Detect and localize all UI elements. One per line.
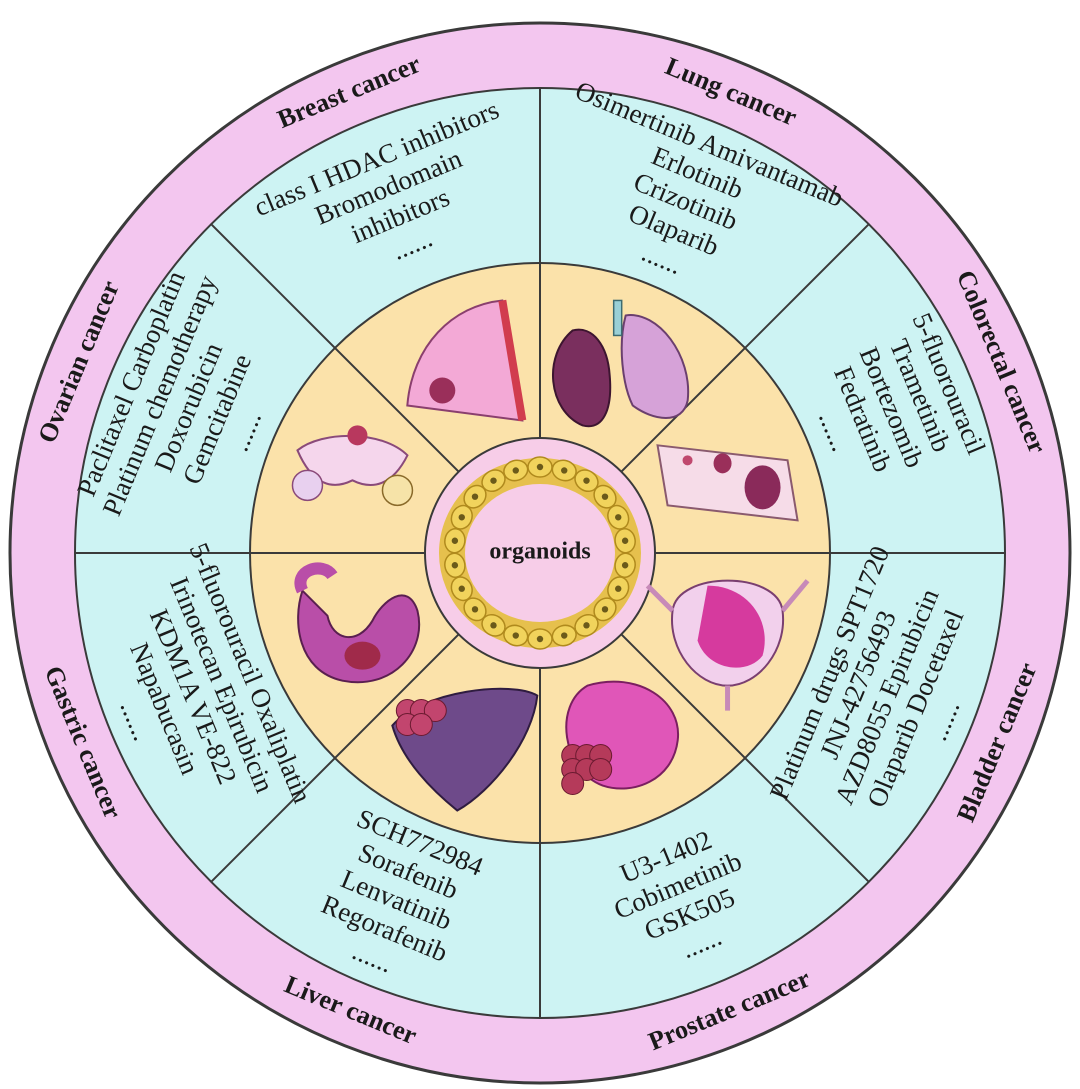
organoid-cell-nucleus xyxy=(451,537,459,544)
lung-icon xyxy=(552,299,690,428)
organoid-cell-nucleus xyxy=(458,585,465,592)
ovary-icon xyxy=(291,425,414,507)
organoid-cell-nucleus xyxy=(621,537,629,544)
sector-divider xyxy=(620,223,870,473)
sector-divider xyxy=(210,223,460,473)
organoid-cell-nucleus xyxy=(471,606,479,613)
organoid-cell-nucleus xyxy=(536,463,544,471)
sector-divider xyxy=(620,633,870,883)
sector-dividers xyxy=(75,88,1005,1018)
organoid-cell-nucleus xyxy=(583,622,590,629)
liver-icon xyxy=(391,687,539,812)
organoid-illustration xyxy=(439,456,641,650)
organoid-cell-nucleus xyxy=(583,477,590,484)
organoid-cell-nucleus xyxy=(621,562,629,569)
organoid-cell-nucleus xyxy=(601,606,609,613)
sector-divider xyxy=(210,633,460,883)
organoid-cell-nucleus xyxy=(601,493,609,500)
organoid-cell-nucleus xyxy=(471,493,479,500)
organoid-cell-nucleus xyxy=(451,562,459,569)
organoid-cell-nucleus xyxy=(490,477,497,484)
organoid-cell-nucleus xyxy=(561,632,568,639)
organoid-cell-nucleus xyxy=(512,632,519,639)
organoid-cell-nucleus xyxy=(490,622,497,629)
organoid-cell-nucleus xyxy=(615,514,622,521)
bladder-icon xyxy=(645,579,810,711)
center-label: organoids xyxy=(489,539,590,565)
organoid-cell-nucleus xyxy=(458,514,465,521)
stomach-icon xyxy=(294,562,420,684)
breast-icon xyxy=(406,299,527,422)
organoid-cell-nucleus xyxy=(536,635,544,643)
prostate-icon xyxy=(561,680,679,796)
organoid-cell-nucleus xyxy=(561,467,568,474)
organoid-cell-nucleus xyxy=(615,585,622,592)
colon-icon xyxy=(656,444,799,522)
organoid-cell-nucleus xyxy=(512,467,519,474)
